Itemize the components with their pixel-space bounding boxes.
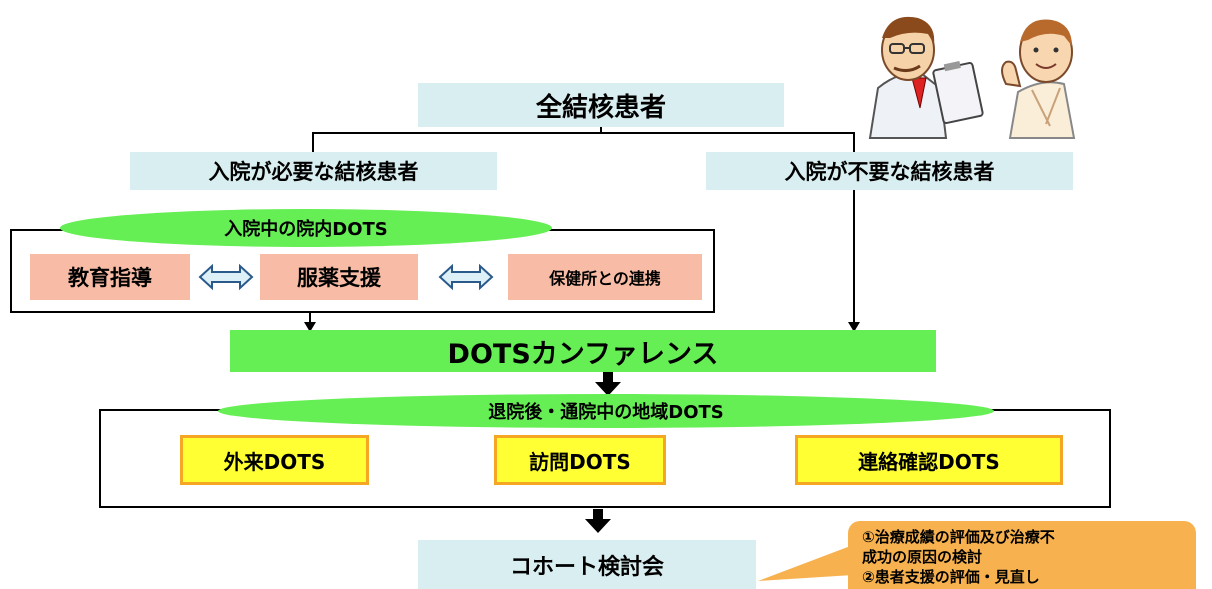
inpatient-not-required-box: 入院が不要な結核患者: [706, 152, 1073, 190]
home-visit-dots-box: 訪問DOTS: [494, 435, 666, 485]
medication-support-box: 服薬支援: [260, 254, 418, 300]
inpatient-required-box: 入院が必要な結核患者: [130, 152, 497, 190]
callout-line-1: ①治療成績の評価及び治療不: [862, 528, 1055, 546]
arrow-down-icon: [848, 322, 860, 332]
connector-right-to-conference: [853, 190, 855, 325]
community-dots-ellipse: 退院後・通院中の地域DOTS: [218, 394, 994, 428]
education-guidance-label: 教育指導: [68, 266, 152, 290]
all-tb-patients-label: 全結核患者: [535, 92, 666, 123]
cohort-review-label: コホート検討会: [509, 554, 664, 580]
all-tb-patients-box: 全結核患者: [418, 83, 784, 127]
callout-line-3: ②患者支援の評価・見直し: [862, 568, 1040, 586]
connector-top-down: [600, 127, 602, 133]
callout-box: ①治療成績の評価及び治療不 成功の原因の検討 ②患者支援の評価・見直し: [848, 521, 1196, 589]
thick-arrow-down-icon: [585, 509, 611, 533]
medication-support-label: 服薬支援: [297, 266, 381, 290]
callout-line-2: 成功の原因の検討: [862, 548, 983, 566]
thick-arrow-down-icon: [595, 372, 621, 396]
inpatient-dots-ellipse: 入院中の院内DOTS: [60, 209, 552, 247]
doctor-patient-illustration: [860, 8, 1132, 139]
dots-conference-label: DOTSカンファレンス: [447, 338, 719, 370]
connector-left-down: [312, 132, 314, 152]
double-arrow-icon: [438, 263, 494, 291]
connector-top-horizontal: [312, 132, 855, 134]
contact-confirmation-dots-box: 連絡確認DOTS: [795, 435, 1063, 485]
outpatient-dots-box: 外来DOTS: [180, 435, 369, 485]
connector-right-down: [853, 132, 855, 152]
education-guidance-box: 教育指導: [30, 254, 190, 300]
health-center-coordination-label: 保健所との連携: [549, 269, 661, 288]
connector-left-to-conference: [309, 313, 311, 325]
contact-confirmation-dots-label: 連絡確認DOTS: [858, 449, 1000, 474]
home-visit-dots-label: 訪問DOTS: [529, 449, 631, 474]
arrow-down-icon: [304, 322, 316, 332]
inpatient-dots-title: 入院中の院内DOTS: [224, 219, 388, 240]
cohort-review-box: コホート検討会: [418, 540, 756, 589]
inpatient-required-label: 入院が必要な結核患者: [208, 160, 419, 184]
dots-conference-box: DOTSカンファレンス: [230, 330, 936, 372]
outpatient-dots-label: 外来DOTS: [223, 449, 326, 474]
inpatient-not-required-label: 入院が不要な結核患者: [784, 160, 995, 184]
community-dots-title: 退院後・通院中の地域DOTS: [488, 402, 724, 423]
double-arrow-icon: [198, 263, 254, 291]
health-center-coordination-box: 保健所との連携: [508, 254, 702, 300]
callout-pointer: [758, 545, 853, 581]
